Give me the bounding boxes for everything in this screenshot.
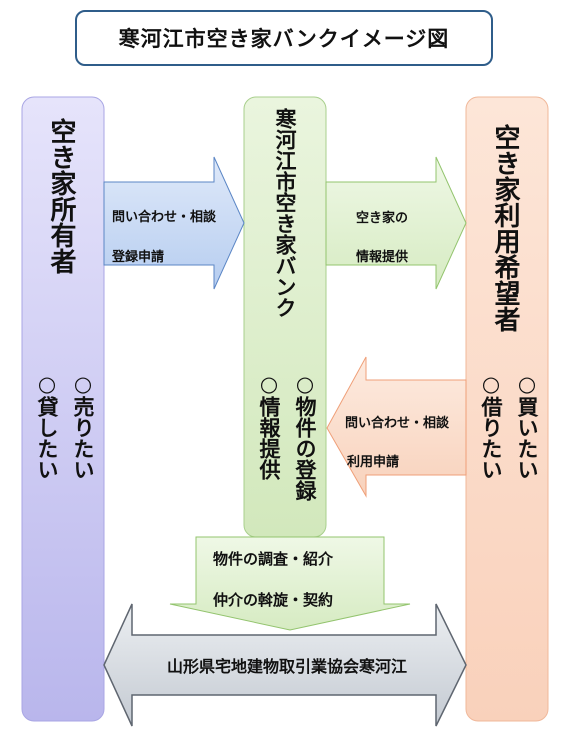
association-label: 山形県宅地建物取引業協会寒河江 [166,657,407,676]
owner-box [21,96,105,722]
user-to-bank-label-1: 問い合わせ・相談 [345,416,450,431]
owner-item-sell: ○売りたい [71,372,95,480]
arrow-bank-to-user [325,156,467,290]
bank-down-label-2: 仲介の斡旋・契約 [213,591,334,609]
bank-item-info: ○情報提供 [257,372,281,480]
bank-to-user-label-1: 空き家の [356,211,409,226]
arrow-bank-down [169,536,411,631]
arrow-user-to-bank [326,356,467,498]
user-item-rent: ○借りたい [479,372,503,480]
owner-to-bank-label-2: 登録申請 [112,250,165,265]
bank-heading: 寒河江市空き家バンク [273,108,297,318]
diagram-title: 寒河江市空き家バンクイメージ図 [75,10,493,66]
owner-item-lend: ○貸したい [35,372,59,480]
owner-heading: 空き家所有者 [46,118,76,274]
user-item-buy: ○買いたい [515,372,539,480]
user-to-bank-label-2: 利用申請 [347,455,400,470]
owner-to-bank-label-1: 問い合わせ・相談 [112,210,217,225]
bank-to-user-label-2: 情報提供 [356,250,409,265]
user-heading: 空き家利用希望者 [490,124,520,332]
association-arrow [103,603,467,727]
arrow-owner-to-bank [103,156,245,290]
bank-down-label-1: 物件の調査・紹介 [213,550,334,568]
bank-item-register: ○物件の登録 [293,372,317,501]
